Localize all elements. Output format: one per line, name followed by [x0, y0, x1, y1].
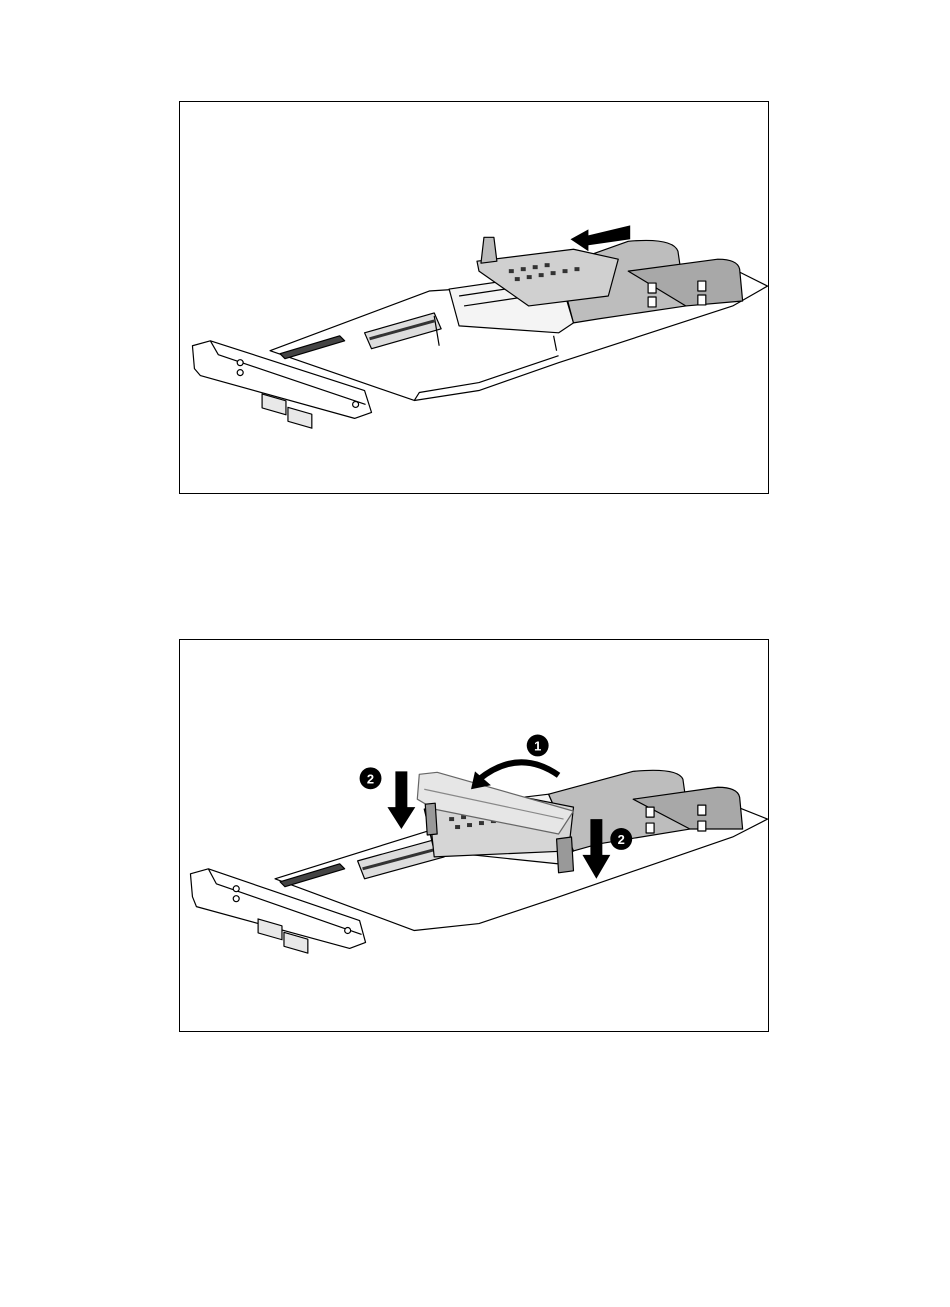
figure-install-cover: 1 2 2 — [179, 639, 769, 1032]
figure-remove-cache — [179, 101, 769, 494]
callout-label: 1 — [534, 738, 541, 753]
callout-label: 2 — [367, 771, 374, 786]
controller-card-illustration: 1 2 2 — [180, 640, 768, 1031]
press-down-arrow-left — [387, 771, 415, 829]
callout-2-left: 2 — [360, 767, 382, 789]
sas-port-right — [288, 407, 312, 428]
callout-2-right: 2 — [610, 828, 632, 850]
callout-1: 1 — [527, 735, 549, 757]
callout-label: 2 — [618, 832, 625, 847]
rotate-arrow — [479, 762, 559, 779]
controller-card-illustration — [180, 102, 768, 493]
